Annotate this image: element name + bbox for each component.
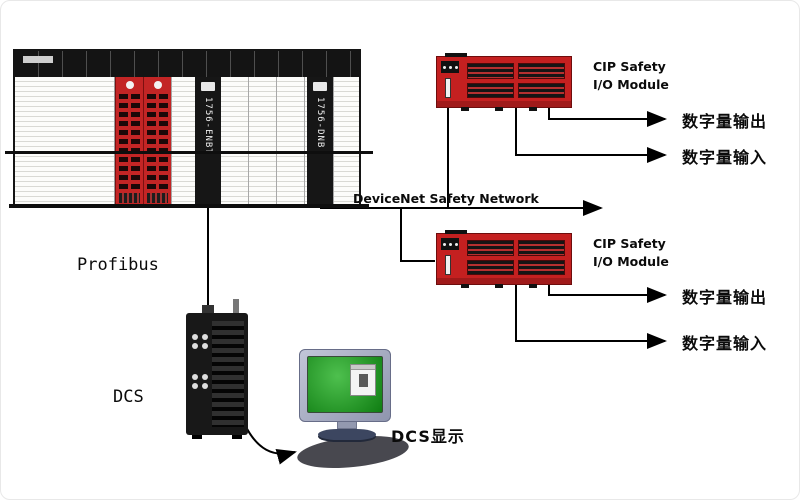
- gateway-foot: [232, 435, 242, 439]
- dcs-monitor: [299, 349, 395, 440]
- terminal-column: [131, 94, 140, 190]
- cip1-title-line2: I/O Module: [593, 77, 669, 92]
- dnb-module-label: 1756-DNB: [315, 97, 325, 149]
- module-logo: [153, 81, 162, 89]
- cip2-input-line: [515, 284, 667, 349]
- gateway-antenna: [233, 299, 239, 313]
- dcs-label: DCS: [113, 387, 144, 407]
- cip1-output-label: 数字量输出: [682, 112, 768, 131]
- dcs-display-arrow: [244, 424, 297, 465]
- monitor-bezel: [299, 349, 391, 422]
- cip-safety-module-1: [436, 53, 572, 111]
- cip2-input-label: 数字量输入: [682, 334, 768, 353]
- monitor-screen: [307, 356, 383, 413]
- brand-chip: [23, 56, 53, 63]
- top-connector: [202, 305, 214, 313]
- gateway-connectors: [191, 329, 208, 353]
- terminal-column: [147, 94, 156, 190]
- cip1-output-line: [548, 107, 667, 127]
- io-module-slot: [171, 77, 195, 205]
- enbt-module-label: 1756-ENBT: [203, 97, 213, 155]
- enbt-module: 1756-ENBT: [195, 77, 221, 205]
- mount-tab: [445, 230, 467, 234]
- io-module-slot: [333, 77, 359, 205]
- cip1-input-label: 数字量输入: [682, 148, 768, 167]
- devicenet-network-label: DeviceNet Safety Network: [353, 191, 539, 206]
- safety-module-red-1: [115, 77, 143, 205]
- cip1-input-line: [515, 107, 667, 163]
- cip2-title-line1: CIP Safety: [593, 236, 666, 251]
- vent-grille: [467, 63, 565, 98]
- dip-switch-slot: [445, 78, 451, 98]
- plc-rack: 1756-ENBT 1756-DNB: [5, 49, 373, 208]
- rack-top-rail: [15, 51, 359, 77]
- terminal-column: [119, 94, 128, 190]
- module-row: 1756-ENBT 1756-DNB: [15, 77, 359, 205]
- monitor-stand: [337, 422, 357, 429]
- cip2-title-line2: I/O Module: [593, 254, 669, 269]
- terminal-column: [159, 94, 168, 190]
- monitor-base: [318, 429, 376, 440]
- gateway-foot: [192, 435, 202, 439]
- profibus-label: Profibus: [77, 255, 159, 275]
- cip2-drop-line: [400, 208, 435, 262]
- rack-bottom-rail: [9, 204, 369, 208]
- cip2-title: CIP Safety I/O Module: [593, 235, 669, 271]
- cip-safety-module-2: [436, 230, 572, 288]
- terminal-tabs: [461, 284, 557, 288]
- cip2-output-label: 数字量输出: [682, 288, 768, 307]
- module-logo: [125, 81, 134, 89]
- dip-switch-slot: [445, 255, 451, 275]
- cip2-output-line: [548, 284, 667, 303]
- safety-module-red-2: [143, 77, 171, 205]
- heatsink-fins: [212, 321, 244, 427]
- vent-grille: [467, 240, 565, 275]
- screen-window: [350, 364, 376, 396]
- window-content: [358, 374, 368, 387]
- status-led-block: [441, 238, 459, 250]
- terminal-block: [147, 193, 168, 203]
- module-display: [201, 82, 215, 91]
- gateway-connectors: [191, 369, 208, 393]
- mount-tab: [445, 53, 467, 57]
- cip1-title-line1: CIP Safety: [593, 59, 666, 74]
- terminal-tabs: [461, 107, 557, 111]
- terminal-block: [119, 193, 140, 203]
- dcs-gateway-device: [186, 299, 248, 439]
- status-led-block: [441, 61, 459, 73]
- module-display: [313, 82, 327, 91]
- power-supply-module: [15, 77, 115, 205]
- window-titlebar: [351, 365, 375, 370]
- cip1-title: CIP Safety I/O Module: [593, 58, 669, 94]
- dcs-display-label: DCS显示: [391, 427, 465, 446]
- rack-mid-rail: [5, 151, 373, 154]
- dnb-module: 1756-DNB: [307, 77, 333, 205]
- io-module-bank: [221, 77, 307, 205]
